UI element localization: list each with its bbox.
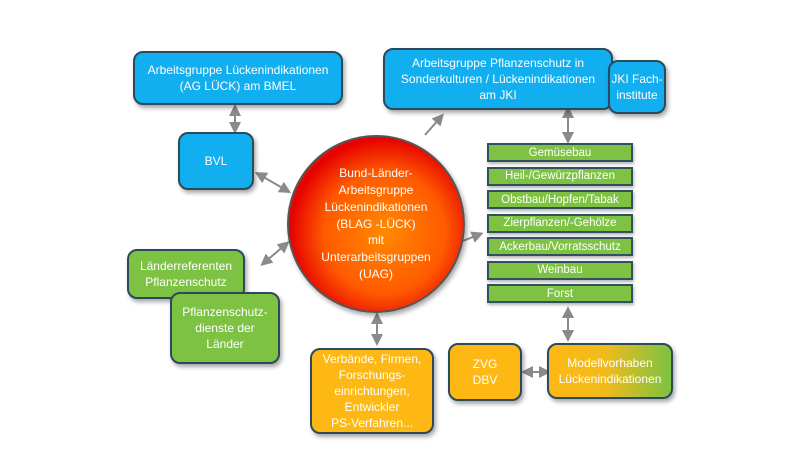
blag-lueck-circle: Bund-Länder- Arbeitsgruppe Lückenindikat…	[287, 135, 465, 313]
arrow-laender-center	[260, 241, 290, 266]
laenderreferenten-box: Länderreferenten Pflanzenschutz	[127, 249, 245, 299]
ag-pflanzenschutz-box: Arbeitsgruppe Pflanzenschutz in Sonderku…	[383, 48, 613, 110]
uag-item: Gemüsebau	[487, 143, 633, 162]
uag-item: Heil-/Gewürzpflanzen	[487, 166, 633, 186]
arrow-bvl-center	[254, 172, 292, 193]
uag-item: Ackerbau/Vorratsschutz	[487, 237, 633, 256]
jki-fachinstitute-box: JKI Fach- institute	[608, 60, 666, 114]
modellvorhaben-box: Modellvorhaben Lückenindikationen	[547, 343, 673, 399]
pflanzenschutzdienste-box: Pflanzenschutz- dienste der Länder	[170, 292, 280, 364]
uag-item: Zierpflanzen/-Gehölze	[487, 213, 633, 233]
verbaende-box: Verbände, Firmen, Forschungs- einrichtun…	[310, 348, 434, 434]
zvg-dbv-box: ZVG DBV	[448, 343, 522, 401]
bvl-box: BVL	[178, 132, 254, 190]
uag-item: Forst	[487, 284, 633, 303]
uag-item: Obstbau/Hopfen/Tabak	[487, 190, 633, 209]
uag-item: Weinbau	[487, 260, 633, 280]
ag-lueck-box: Arbeitsgruppe Lückenindikationen (AG LÜC…	[133, 51, 343, 105]
arrow-center-agps	[424, 113, 444, 136]
